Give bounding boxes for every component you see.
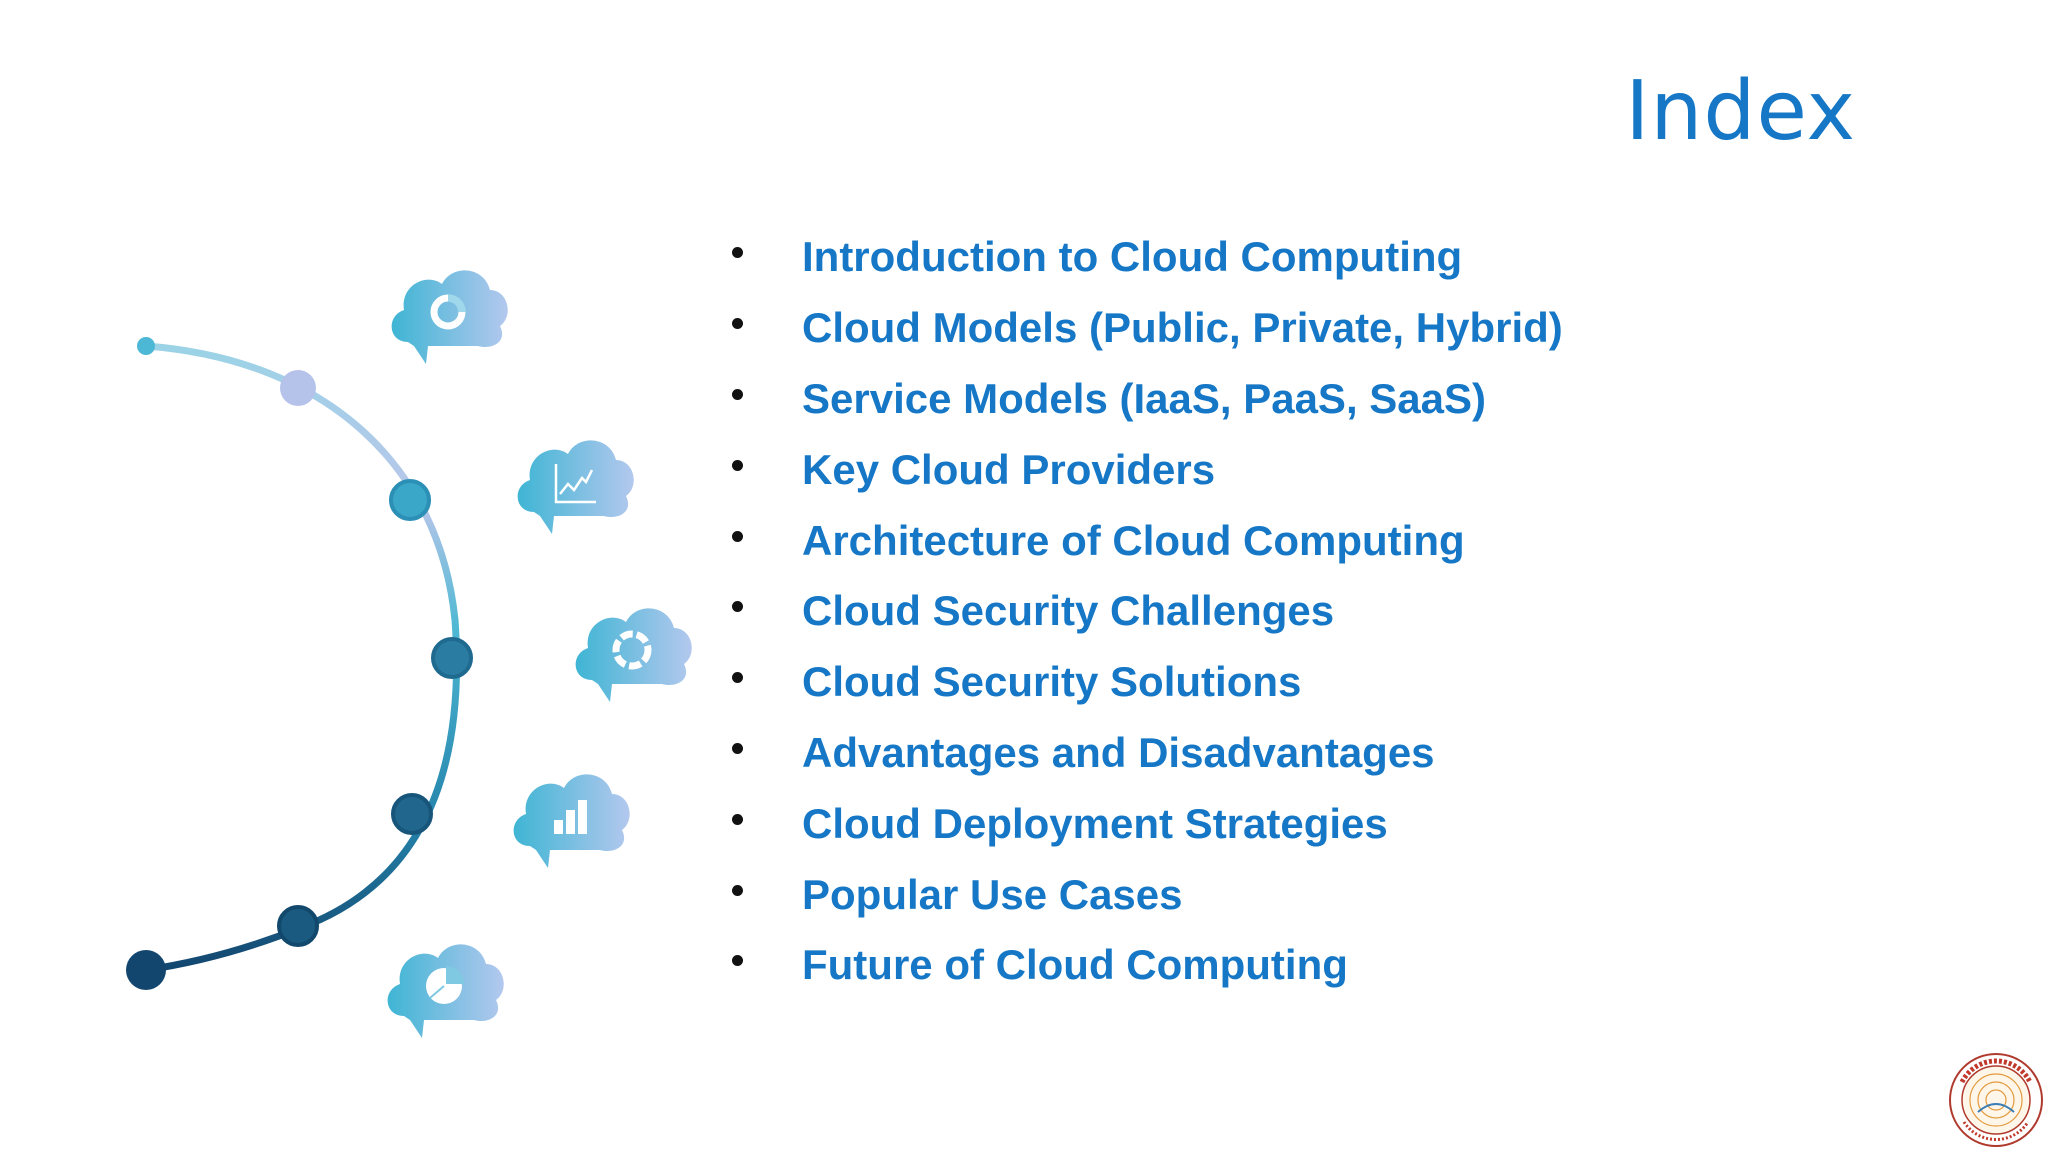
index-item: Key Cloud Providers xyxy=(732,434,1563,505)
timeline-node xyxy=(126,950,166,990)
index-item: Advantages and Disadvantages xyxy=(732,718,1563,789)
timeline-node xyxy=(277,905,319,947)
ring-chart-icon xyxy=(575,608,692,702)
index-item-text: Architecture of Cloud Computing xyxy=(802,516,1465,564)
index-item-text: Introduction to Cloud Computing xyxy=(802,233,1463,281)
index-item: Cloud Models (Public, Private, Hybrid) xyxy=(732,293,1563,364)
index-item-text: Cloud Security Challenges xyxy=(802,587,1335,635)
bullet-icon xyxy=(732,459,743,471)
index-item: Service Models (IaaS, PaaS, SaaS) xyxy=(732,364,1563,435)
index-item-text: Popular Use Cases xyxy=(802,870,1183,918)
bar-chart-icon xyxy=(513,774,630,868)
index-item-text: Service Models (IaaS, PaaS, SaaS) xyxy=(802,374,1487,422)
index-item-text: Cloud Deployment Strategies xyxy=(802,799,1388,847)
bullet-icon xyxy=(732,318,743,330)
index-item-text: Future of Cloud Computing xyxy=(802,941,1348,989)
bullet-icon xyxy=(732,884,743,896)
index-item: Future of Cloud Computing xyxy=(732,930,1563,1001)
bullet-icon xyxy=(732,247,743,259)
index-item-text: Cloud Models (Public, Private, Hybrid) xyxy=(802,304,1563,352)
timeline-node xyxy=(280,370,316,406)
bullet-icon xyxy=(732,813,743,825)
cloud-timeline-graphic xyxy=(126,270,692,1038)
line-chart-icon xyxy=(517,440,634,534)
bullet-icon xyxy=(732,601,743,613)
bullet-icon xyxy=(732,742,743,754)
index-item: Cloud Security Challenges xyxy=(732,576,1563,647)
bullet-icon xyxy=(732,388,743,400)
index-item: Popular Use Cases xyxy=(732,859,1563,930)
bullet-icon xyxy=(732,955,743,967)
slide-title: Index xyxy=(1625,64,1856,159)
bullet-icon xyxy=(732,672,743,684)
timeline-node xyxy=(391,793,433,835)
index-item-text: Advantages and Disadvantages xyxy=(802,728,1435,776)
pie-chart-icon xyxy=(387,944,504,1038)
timeline-arc xyxy=(142,342,461,974)
index-item: Architecture of Cloud Computing xyxy=(732,505,1563,576)
bullet-icon xyxy=(732,530,743,542)
timeline-node xyxy=(431,637,473,679)
timeline-node xyxy=(389,479,431,521)
index-item-text: Key Cloud Providers xyxy=(802,445,1216,493)
index-item: Cloud Security Solutions xyxy=(732,647,1563,718)
index-item: Introduction to Cloud Computing xyxy=(732,222,1563,293)
donut-chart-icon xyxy=(391,270,508,364)
index-item: Cloud Deployment Strategies xyxy=(732,788,1563,859)
timeline-node xyxy=(137,337,155,355)
university-seal-logo xyxy=(1949,1053,2043,1147)
index-item-text: Cloud Security Solutions xyxy=(802,658,1302,706)
